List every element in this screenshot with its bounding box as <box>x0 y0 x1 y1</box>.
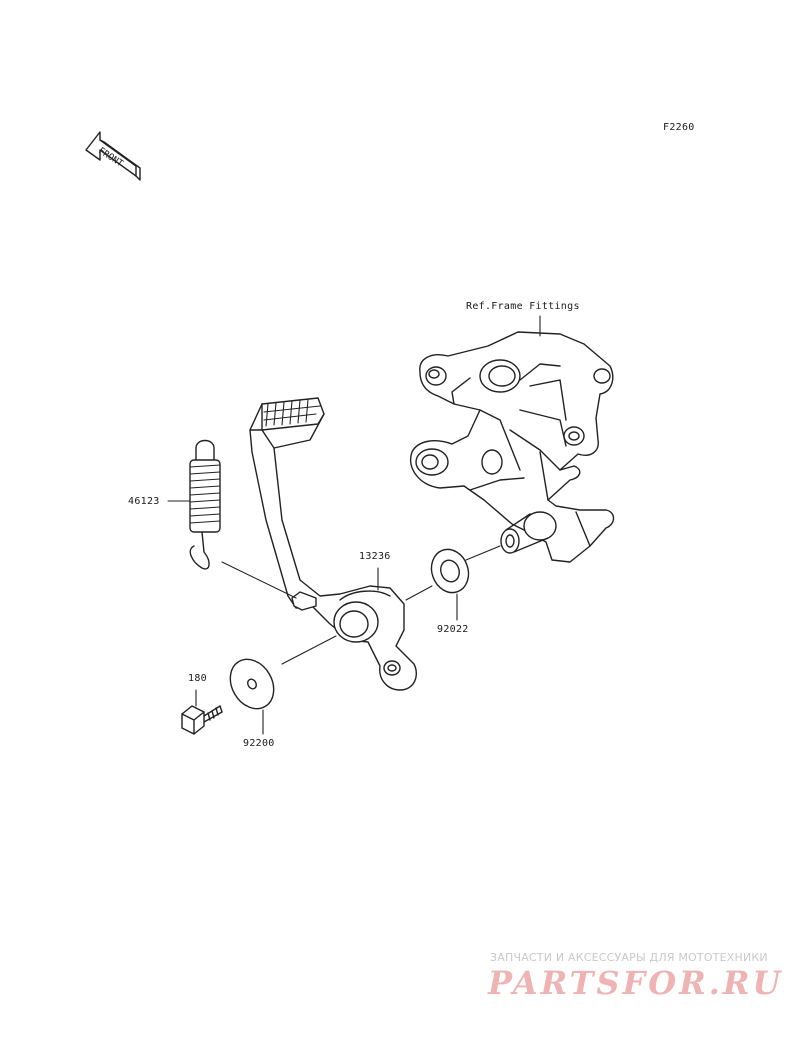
watermark-subtitle: ЗАПЧАСТИ И АКСЕССУАРЫ ДЛЯ МОТОТЕХНИКИ <box>490 951 768 964</box>
washer-92200 <box>229 658 275 710</box>
washer-92022 <box>430 548 470 594</box>
assembly-lines <box>221 315 541 665</box>
part-label-180[interactable]: 180 <box>188 673 207 684</box>
diagram-code: F2260 <box>663 122 695 133</box>
leader-lines <box>167 500 458 735</box>
front-arrow-icon: FRONT <box>85 131 141 181</box>
watermark-logo: PARTSFOR.RU <box>488 964 784 1002</box>
ref-frame-fittings-label: Ref.Frame Fittings <box>466 301 580 312</box>
bolt-180 <box>181 705 223 735</box>
part-label-13236[interactable]: 13236 <box>359 551 391 562</box>
return-spring <box>189 439 221 570</box>
part-label-92200[interactable]: 92200 <box>243 738 275 749</box>
part-label-46123[interactable]: 46123 <box>128 496 160 507</box>
part-label-92022[interactable]: 92022 <box>437 624 469 635</box>
frame-fitting-bracket <box>409 331 615 563</box>
brake-pedal <box>249 397 418 691</box>
